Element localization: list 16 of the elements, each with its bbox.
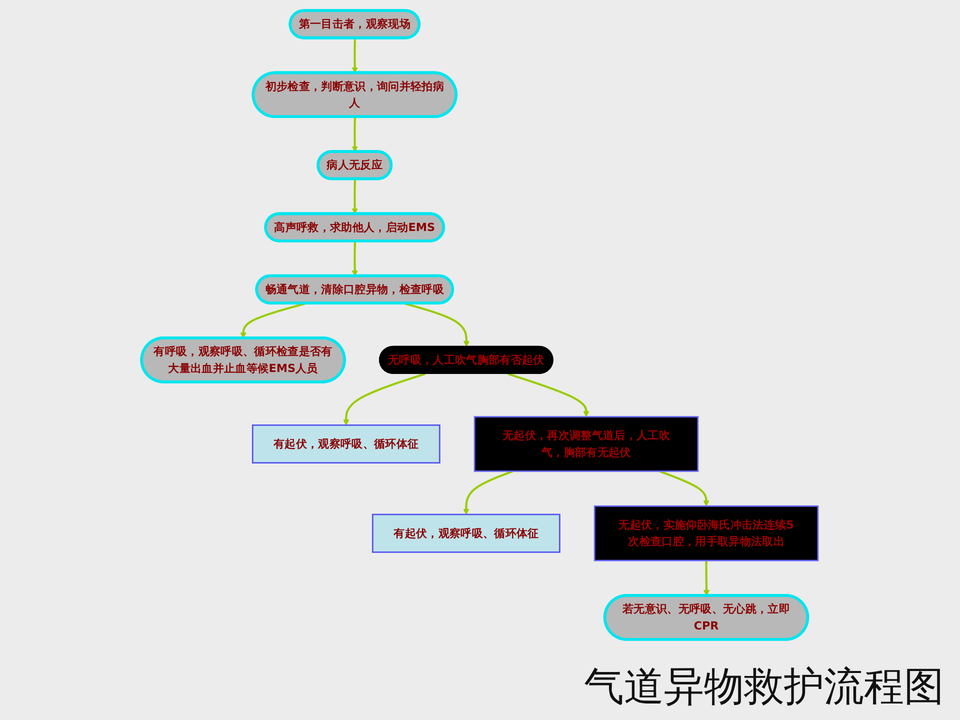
arrow (659, 470, 710, 506)
node-box: 无起伏，再次调整气道后，人工吹气，胸部有无起伏 (474, 416, 699, 472)
arrow (352, 179, 358, 214)
arrow (352, 117, 358, 152)
node-box: 有起伏，观察呼吸、循环体征 (372, 514, 561, 553)
arrow (704, 560, 710, 596)
arrow (352, 241, 358, 276)
node-box: 无起伏，实施仰卧海氏冲击法连续5次检查口腔，用手取异物法取出 (594, 505, 819, 562)
arrow (343, 372, 426, 426)
arrow (352, 38, 358, 74)
arrow (508, 372, 590, 418)
title: 气道异物救护流程图 (584, 663, 944, 712)
arrow (463, 470, 514, 515)
arrow (240, 302, 307, 339)
arrow (404, 302, 470, 347)
node-box: 有起伏，观察呼吸、循环体征 (252, 424, 441, 464)
